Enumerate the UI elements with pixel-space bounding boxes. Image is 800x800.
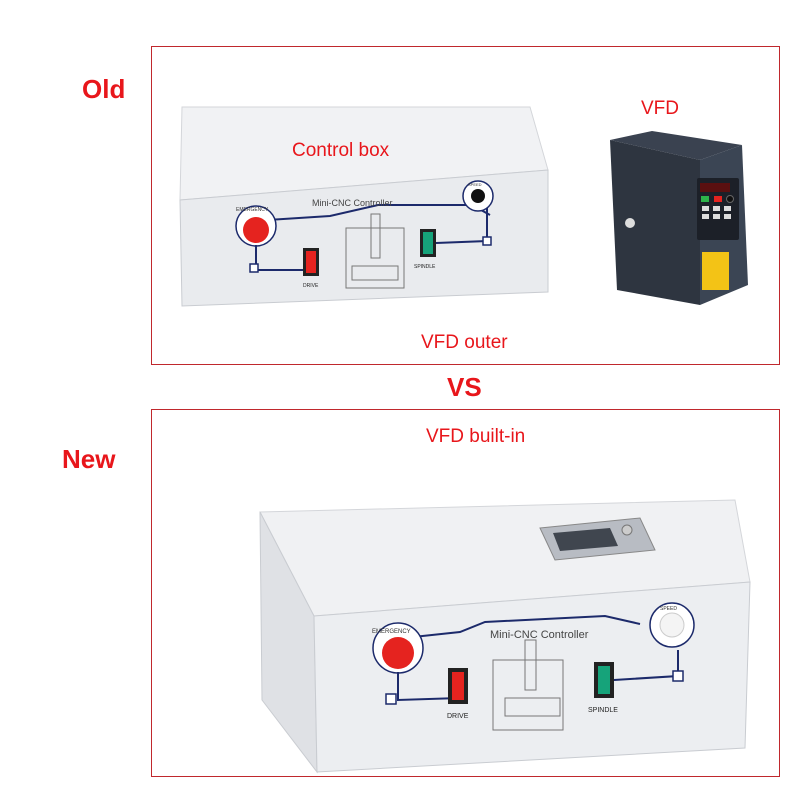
svg-text:SPINDLE: SPINDLE (588, 707, 618, 714)
old-label: Old (82, 74, 126, 104)
svg-text:DRIVE: DRIVE (447, 713, 469, 720)
vs-label: VS (447, 372, 482, 402)
new-section-frame (151, 409, 780, 777)
caution-label (702, 252, 729, 290)
svg-text:SPEED: SPEED (468, 182, 482, 187)
svg-text:EMERGENCY: EMERGENCY (372, 629, 411, 635)
vfd-outer-label: VFD outer (421, 332, 508, 353)
vfd-unit (610, 131, 748, 305)
cnc-machine-drawing (492, 659, 564, 731)
new-control-box: Mini-CNC Controller EMERGENCY DRIVE SPIN… (259, 499, 751, 774)
old-section-frame (151, 46, 780, 365)
built-in-vfd-keypad (539, 517, 656, 561)
svg-text:SPINDLE: SPINDLE (414, 264, 436, 270)
svg-text:EMERGENCY: EMERGENCY (236, 207, 269, 213)
old-control-box: Mini-CNC Controller EMERGENCY DRIVE SPIN… (179, 106, 549, 307)
vfd-label: VFD (641, 98, 679, 119)
svg-text:DRIVE: DRIVE (303, 283, 319, 289)
control-box-label: Control box (292, 140, 390, 161)
vfd-built-in-label: VFD built-in (426, 426, 526, 447)
svg-text:SPEED: SPEED (660, 606, 677, 612)
new-label: New (62, 444, 116, 474)
svg-text:Mini-CNC Controller: Mini-CNC Controller (490, 629, 589, 641)
cnc-machine-drawing (345, 227, 405, 289)
svg-text:Mini-CNC Controller: Mini-CNC Controller (312, 198, 393, 208)
